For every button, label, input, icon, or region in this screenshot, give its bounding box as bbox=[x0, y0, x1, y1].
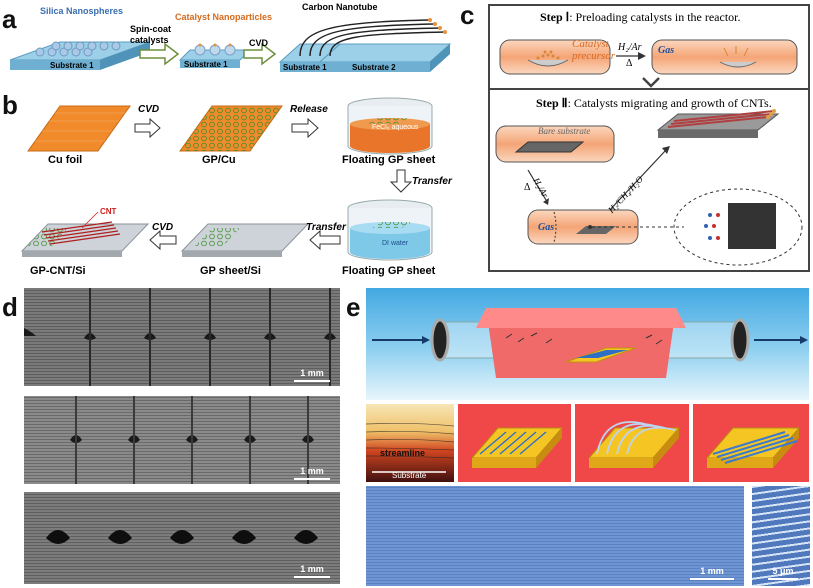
label-bare-substrate: Bare substrate bbox=[538, 126, 591, 136]
panel-c-frame bbox=[488, 4, 810, 272]
label-carbon-nanotube: Carbon Nanotube bbox=[302, 2, 378, 12]
label-floating-gp-2: Floating GP sheet bbox=[342, 265, 436, 277]
label-cnt: CNT bbox=[100, 207, 117, 216]
label-cvd-b1: CVD bbox=[138, 104, 160, 115]
sem-image-d2 bbox=[24, 396, 340, 484]
label-substrate1-a: Substrate 1 bbox=[50, 61, 94, 70]
label-substrate1-b: Substrate 1 bbox=[184, 60, 228, 69]
streamline-svg bbox=[366, 422, 454, 473]
cnt-growth-stage-3 bbox=[693, 404, 809, 482]
label-substrate1-c: Substrate 1 bbox=[283, 63, 327, 72]
panel-label-c: c bbox=[460, 0, 475, 30]
step2-heading: Step Ⅱ: Catalysts migrating and growth o… bbox=[536, 96, 772, 111]
label-transfer-left: Transfer bbox=[306, 222, 346, 233]
reactor-illustration bbox=[366, 288, 809, 400]
panel-label-d: d bbox=[2, 292, 18, 322]
label-cvd-b2: CVD bbox=[152, 222, 174, 233]
reactor-svg bbox=[372, 308, 808, 378]
scale-label-d1: 1 mm bbox=[300, 368, 324, 378]
label-substrate-e: Substrate bbox=[392, 471, 427, 480]
sem-image-d1 bbox=[24, 288, 340, 386]
step1-text: : Preloading catalysts in the reactor. bbox=[569, 10, 741, 24]
label-di-water: DI water bbox=[382, 240, 409, 247]
step1-heading: Step Ⅰ: Preloading catalysts in the reac… bbox=[540, 10, 741, 25]
scale-bar-d1: 1 mm bbox=[294, 368, 330, 382]
scale-bar-e-um: 5 μm bbox=[768, 566, 798, 580]
panel-a-diagram bbox=[9, 18, 452, 72]
scale-label-e-um: 5 μm bbox=[772, 566, 794, 576]
label-gas-1: Gas bbox=[658, 45, 675, 56]
panel-label-b: b bbox=[2, 90, 18, 120]
streamline-panel bbox=[366, 404, 454, 482]
label-substrate2: Substrate 2 bbox=[352, 63, 396, 72]
label-fecl3: FeCl₃ aqueous bbox=[372, 124, 419, 131]
label-transfer-down: Transfer bbox=[412, 176, 452, 187]
sem-image-d3 bbox=[24, 492, 340, 584]
panel-b-diagram bbox=[20, 97, 433, 261]
label-gp-cnt-si: GP-CNT/Si bbox=[30, 265, 86, 277]
scale-label-e-mm: 1 mm bbox=[700, 566, 724, 576]
label-catalyst-precursor-2: precursor bbox=[572, 50, 615, 62]
sem-d1-pattern bbox=[24, 288, 336, 386]
scale-bar-d2: 1 mm bbox=[294, 466, 330, 480]
label-floating-gp-1: Floating GP sheet bbox=[342, 154, 436, 166]
scale-label-d2: 1 mm bbox=[300, 466, 324, 476]
label-gp-cu: GP/Cu bbox=[202, 154, 236, 166]
scale-bar-e-mm: 1 mm bbox=[690, 566, 734, 580]
panel-label-a: a bbox=[2, 4, 17, 34]
panel-c-diagram bbox=[495, 39, 803, 266]
step1-prefix: Step Ⅰ bbox=[540, 10, 570, 24]
stage2-svg bbox=[587, 421, 681, 468]
cnt-growth-stage-2 bbox=[575, 404, 689, 482]
label-spin-coat: Spin-coat bbox=[130, 24, 172, 34]
scale-label-d3: 1 mm bbox=[300, 564, 324, 574]
stage3-svg bbox=[705, 427, 801, 468]
label-cvd-a: CVD bbox=[249, 38, 269, 48]
step2-text: : Catalysts migrating and growth of CNTs… bbox=[567, 96, 772, 110]
sem-d3-pattern bbox=[46, 530, 318, 544]
label-gp-sheet-si: GP sheet/Si bbox=[200, 265, 261, 277]
label-catalyst-nanoparticles: Catalyst Nanoparticles bbox=[175, 12, 273, 22]
step2-prefix: Step Ⅱ bbox=[536, 96, 568, 110]
cnt-growth-stage-1 bbox=[458, 404, 571, 482]
sem-image-e-large bbox=[366, 486, 744, 586]
label-release: Release bbox=[290, 104, 328, 115]
scale-bar-d3: 1 mm bbox=[294, 564, 330, 578]
sem-image-e-small bbox=[752, 486, 810, 586]
label-h2ar-1: H₂/Ar bbox=[618, 42, 642, 53]
label-silica-nanospheres: Silica Nanospheres bbox=[40, 6, 124, 16]
label-catalysts: catalysts bbox=[130, 35, 169, 45]
sem-d2-pattern bbox=[70, 396, 314, 484]
label-cu-foil: Cu foil bbox=[48, 154, 83, 166]
panel-c-divider bbox=[488, 88, 810, 90]
label-delta-1: Δ bbox=[626, 58, 633, 69]
panel-label-e: e bbox=[346, 292, 361, 322]
label-streamline: streamline bbox=[380, 448, 426, 458]
label-delta-2: Δ bbox=[524, 182, 531, 193]
stage1-svg bbox=[470, 427, 564, 468]
label-catalyst-precursor-1: Catalyst bbox=[572, 38, 609, 50]
label-gas-2: Gas bbox=[538, 222, 555, 233]
